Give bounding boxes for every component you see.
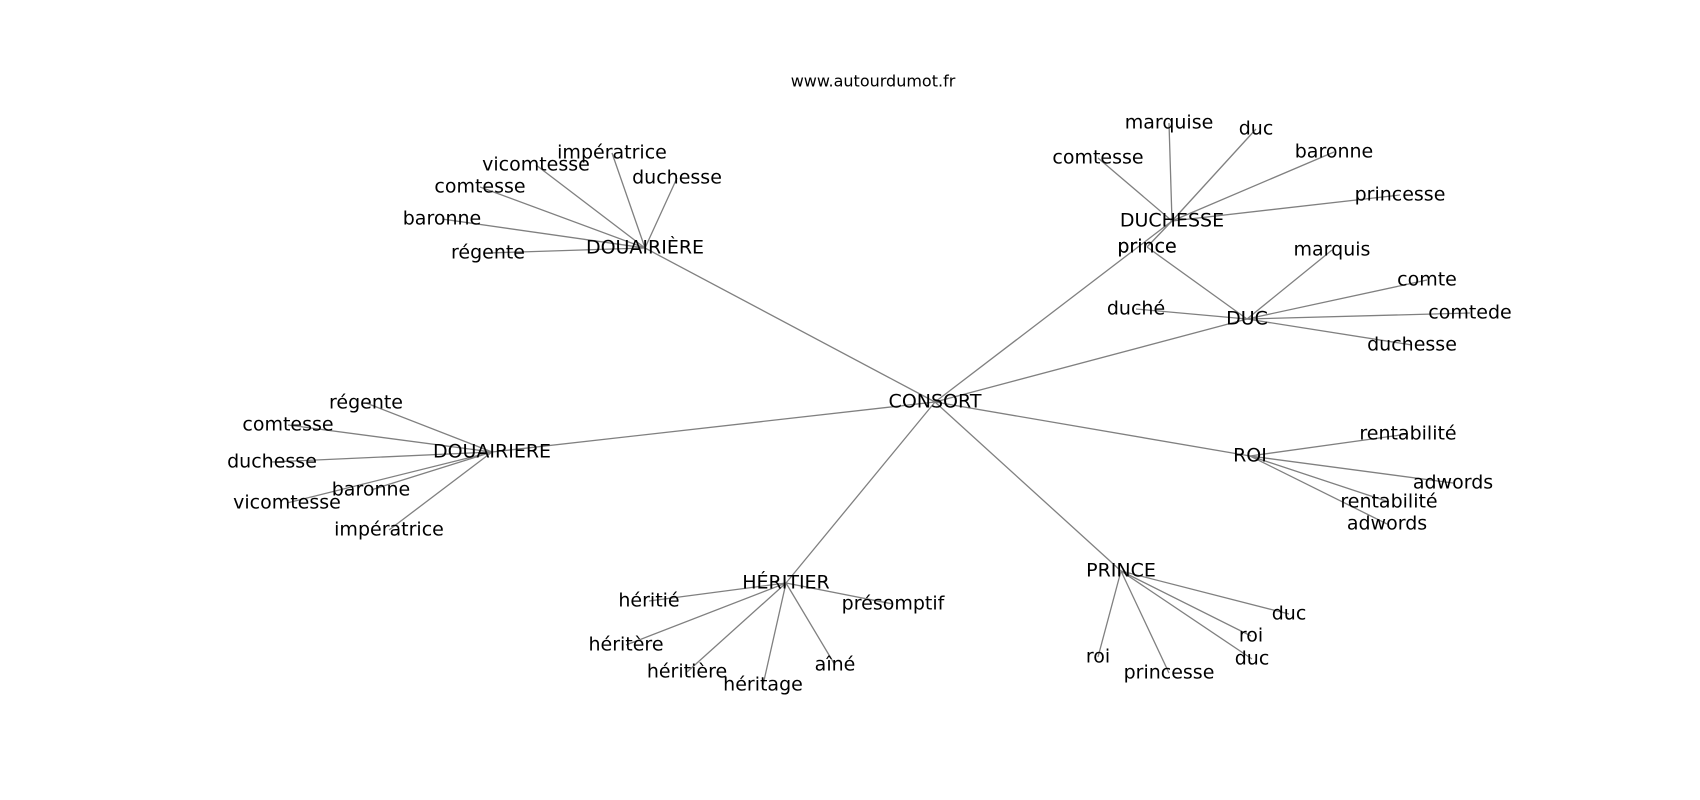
edge-heritier-leaf — [762, 582, 787, 686]
edge-douairiere_accent-leaf — [535, 164, 646, 249]
edge-heritier-leaf — [648, 582, 787, 602]
edge-duc-leaf — [1146, 246, 1248, 320]
edge-duc-leaf — [1246, 318, 1413, 346]
leaf-node-label: comtede — [1428, 302, 1511, 324]
edge-heritier-leaf — [785, 582, 894, 605]
graph-labels: www.autourdumot.fr CONSORT DOUAIRIÈRE rége… — [227, 72, 1512, 696]
leaf-node-label: rentabilité — [1340, 491, 1437, 513]
leaf-node-label: roi — [1239, 625, 1263, 647]
edge-heritier-leaf — [625, 582, 787, 646]
hub-node-label: DUC — [1226, 308, 1268, 330]
edge-douairiere_accent-leaf — [611, 152, 646, 249]
edge-consort-prince — [934, 401, 1122, 572]
leaf-node-label: duc — [1235, 648, 1270, 670]
leaf-node-label: prince — [1117, 236, 1176, 258]
edge-prince-leaf — [1120, 570, 1170, 674]
edge-consort-heritier — [785, 401, 936, 584]
edge-roi-leaf — [1249, 455, 1454, 484]
leaf-node-label: comtesse — [1052, 147, 1143, 169]
leaf-node-label: duchesse — [632, 167, 722, 189]
leaf-node-label: comtesse — [242, 414, 333, 436]
edge-roi-leaf — [1249, 455, 1390, 503]
hub-node-label: HÉRITIER — [742, 571, 830, 594]
edge-douairiere_accent-leaf — [487, 247, 646, 254]
leaf-node-label: comte — [1397, 269, 1457, 291]
edge-douairiere_accent-leaf — [479, 186, 646, 249]
edge-douairiere-leaf — [370, 451, 493, 491]
edge-douairiere_accent-leaf — [644, 177, 678, 249]
leaf-node-label: adwords — [1347, 513, 1427, 535]
edge-duc-leaf — [1246, 312, 1471, 320]
leaf-node-label: baronne — [1295, 141, 1374, 163]
edge-duc-leaf — [1246, 279, 1428, 320]
edge-prince-leaf — [1097, 570, 1122, 658]
edge-douairiere-leaf — [287, 424, 493, 453]
leaf-node-label: princesse — [1124, 662, 1215, 684]
edge-duchesse-leaf — [1171, 194, 1401, 222]
edge-douairiere_accent-leaf — [441, 218, 646, 249]
source-title: www.autourdumot.fr — [791, 72, 956, 91]
center-node-label: CONSORT — [889, 391, 982, 413]
graph-edges — [271, 122, 1471, 686]
leaf-node-label: comtesse — [434, 176, 525, 198]
edge-douairiere-leaf — [365, 402, 493, 453]
leaf-node-label: vicomtesse — [233, 492, 341, 514]
edge-duc-leaf — [1135, 308, 1248, 320]
edge-consort-duc — [934, 318, 1248, 403]
leaf-node-label: adwords — [1413, 472, 1493, 494]
hub-node-label: PRINCE — [1086, 560, 1156, 582]
edge-douairiere-leaf — [286, 451, 493, 504]
leaf-node-label: rentabilité — [1359, 423, 1456, 445]
leaf-node-label: marquise — [1125, 112, 1214, 134]
leaf-node-label: duchesse — [227, 451, 317, 473]
leaf-node-label: roi — [1086, 646, 1110, 668]
leaf-node-label: duché — [1107, 298, 1165, 320]
leaf-node-label: prince — [1117, 236, 1176, 258]
edge-heritier-leaf — [686, 582, 787, 673]
leaf-node-label: régente — [329, 392, 403, 414]
edge-duc-leaf — [1246, 249, 1333, 320]
leaf-node-label: aîné — [815, 654, 856, 676]
leaf-node-label: vicomtesse — [482, 154, 590, 176]
leaf-node-label: héritié — [618, 590, 679, 612]
edge-duchesse-leaf — [1168, 122, 1173, 222]
leaf-node-label: duc — [1239, 118, 1274, 140]
edge-duchesse-leaf — [1146, 220, 1173, 248]
leaf-node-label: impératrice — [557, 142, 667, 164]
edge-prince-leaf — [1120, 570, 1252, 637]
leaf-node-label: présomptif — [842, 593, 946, 615]
leaf-node-label: duchesse — [1367, 334, 1457, 356]
leaf-node-label: princesse — [1355, 184, 1446, 206]
hub-node-label: DUCHESSE — [1120, 210, 1224, 232]
edge-consort-douairiere_accent — [644, 247, 936, 403]
leaf-node-label: héritière — [647, 661, 727, 683]
hub-node-label: DOUAIRIERE — [433, 441, 551, 463]
edge-consort-douairiere — [491, 401, 936, 453]
edge-prince-leaf — [1120, 570, 1253, 660]
edge-consort-roi — [934, 401, 1251, 457]
edge-douairiere-leaf — [271, 451, 493, 463]
hub-node-label: DOUAIRIÈRE — [586, 236, 704, 259]
edge-roi-leaf — [1249, 455, 1388, 525]
leaf-node-label: baronne — [332, 479, 411, 501]
hub-node-label: ROI — [1233, 445, 1267, 467]
leaf-node-label: héritère — [588, 634, 663, 656]
leaf-node-label: duc — [1272, 603, 1307, 625]
edge-duchesse-leaf — [1171, 128, 1257, 222]
edge-duchesse-leaf — [1097, 157, 1173, 222]
edge-duchesse-leaf — [1171, 151, 1335, 222]
leaf-node-label: héritage — [723, 674, 803, 696]
edge-roi-leaf — [1249, 433, 1409, 457]
leaf-node-label: marquis — [1294, 239, 1371, 261]
leaf-node-label: régente — [451, 242, 525, 264]
edge-consort-duchesse — [934, 220, 1173, 403]
edge-heritier-leaf — [785, 582, 836, 666]
edge-douairiere-leaf — [388, 451, 493, 531]
edge-prince-leaf — [1120, 570, 1290, 615]
leaf-node-label: impératrice — [334, 519, 444, 541]
leaf-node-label: baronne — [403, 208, 482, 230]
